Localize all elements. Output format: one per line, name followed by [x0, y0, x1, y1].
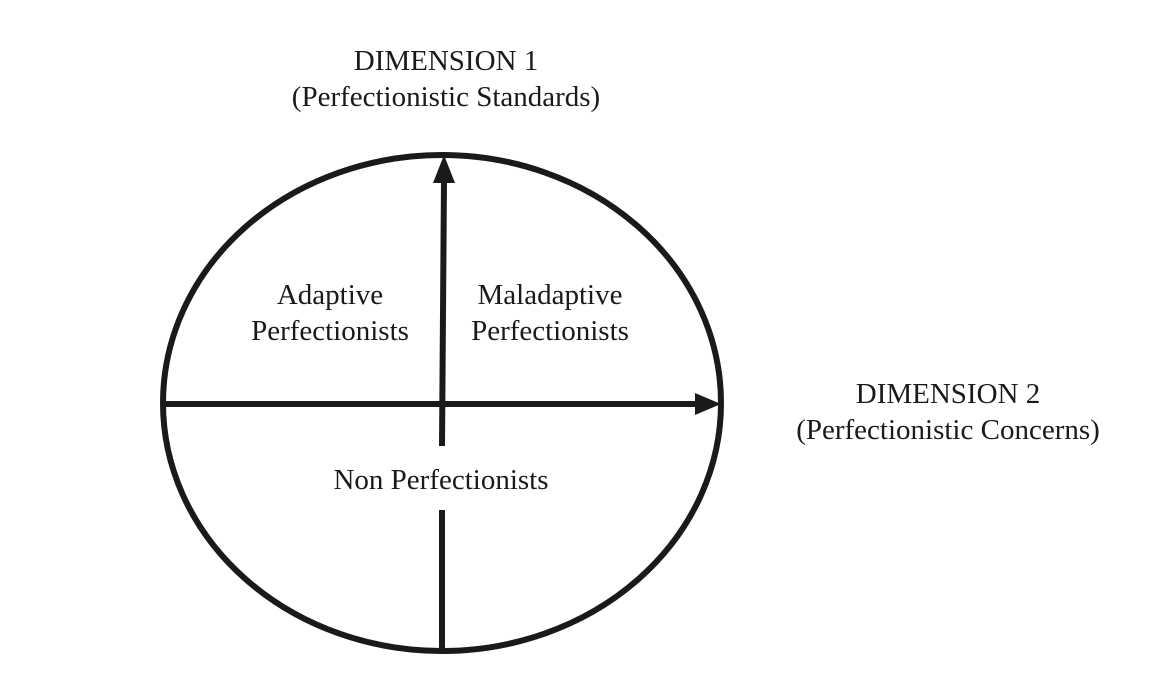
maladaptive-perfectionists-label: Maladaptive Perfectionists	[420, 277, 680, 349]
maladaptive-line1: Maladaptive	[477, 279, 623, 311]
dimension2-arrowhead-icon	[695, 393, 721, 415]
dimension2-title: DIMENSION 2	[855, 378, 1041, 410]
dimension1-title: DIMENSION 1	[353, 45, 539, 77]
dimension2-label: DIMENSION 2 (Perfectionistic Concerns)	[768, 376, 1128, 448]
dimension1-arrowhead-icon	[433, 155, 455, 183]
dimension1-label: DIMENSION 1 (Perfectionistic Standards)	[246, 43, 646, 115]
maladaptive-line2: Perfectionists	[471, 315, 629, 347]
non-perfectionists-text: Non Perfectionists	[333, 464, 549, 496]
adaptive-line2: Perfectionists	[251, 315, 409, 347]
dimension1-subtitle: (Perfectionistic Standards)	[291, 81, 601, 113]
non-perfectionists-label: Non Perfectionists	[276, 462, 606, 498]
dimension2-subtitle: (Perfectionistic Concerns)	[796, 414, 1100, 446]
adaptive-perfectionists-label: Adaptive Perfectionists	[200, 277, 460, 349]
adaptive-line1: Adaptive	[276, 279, 384, 311]
